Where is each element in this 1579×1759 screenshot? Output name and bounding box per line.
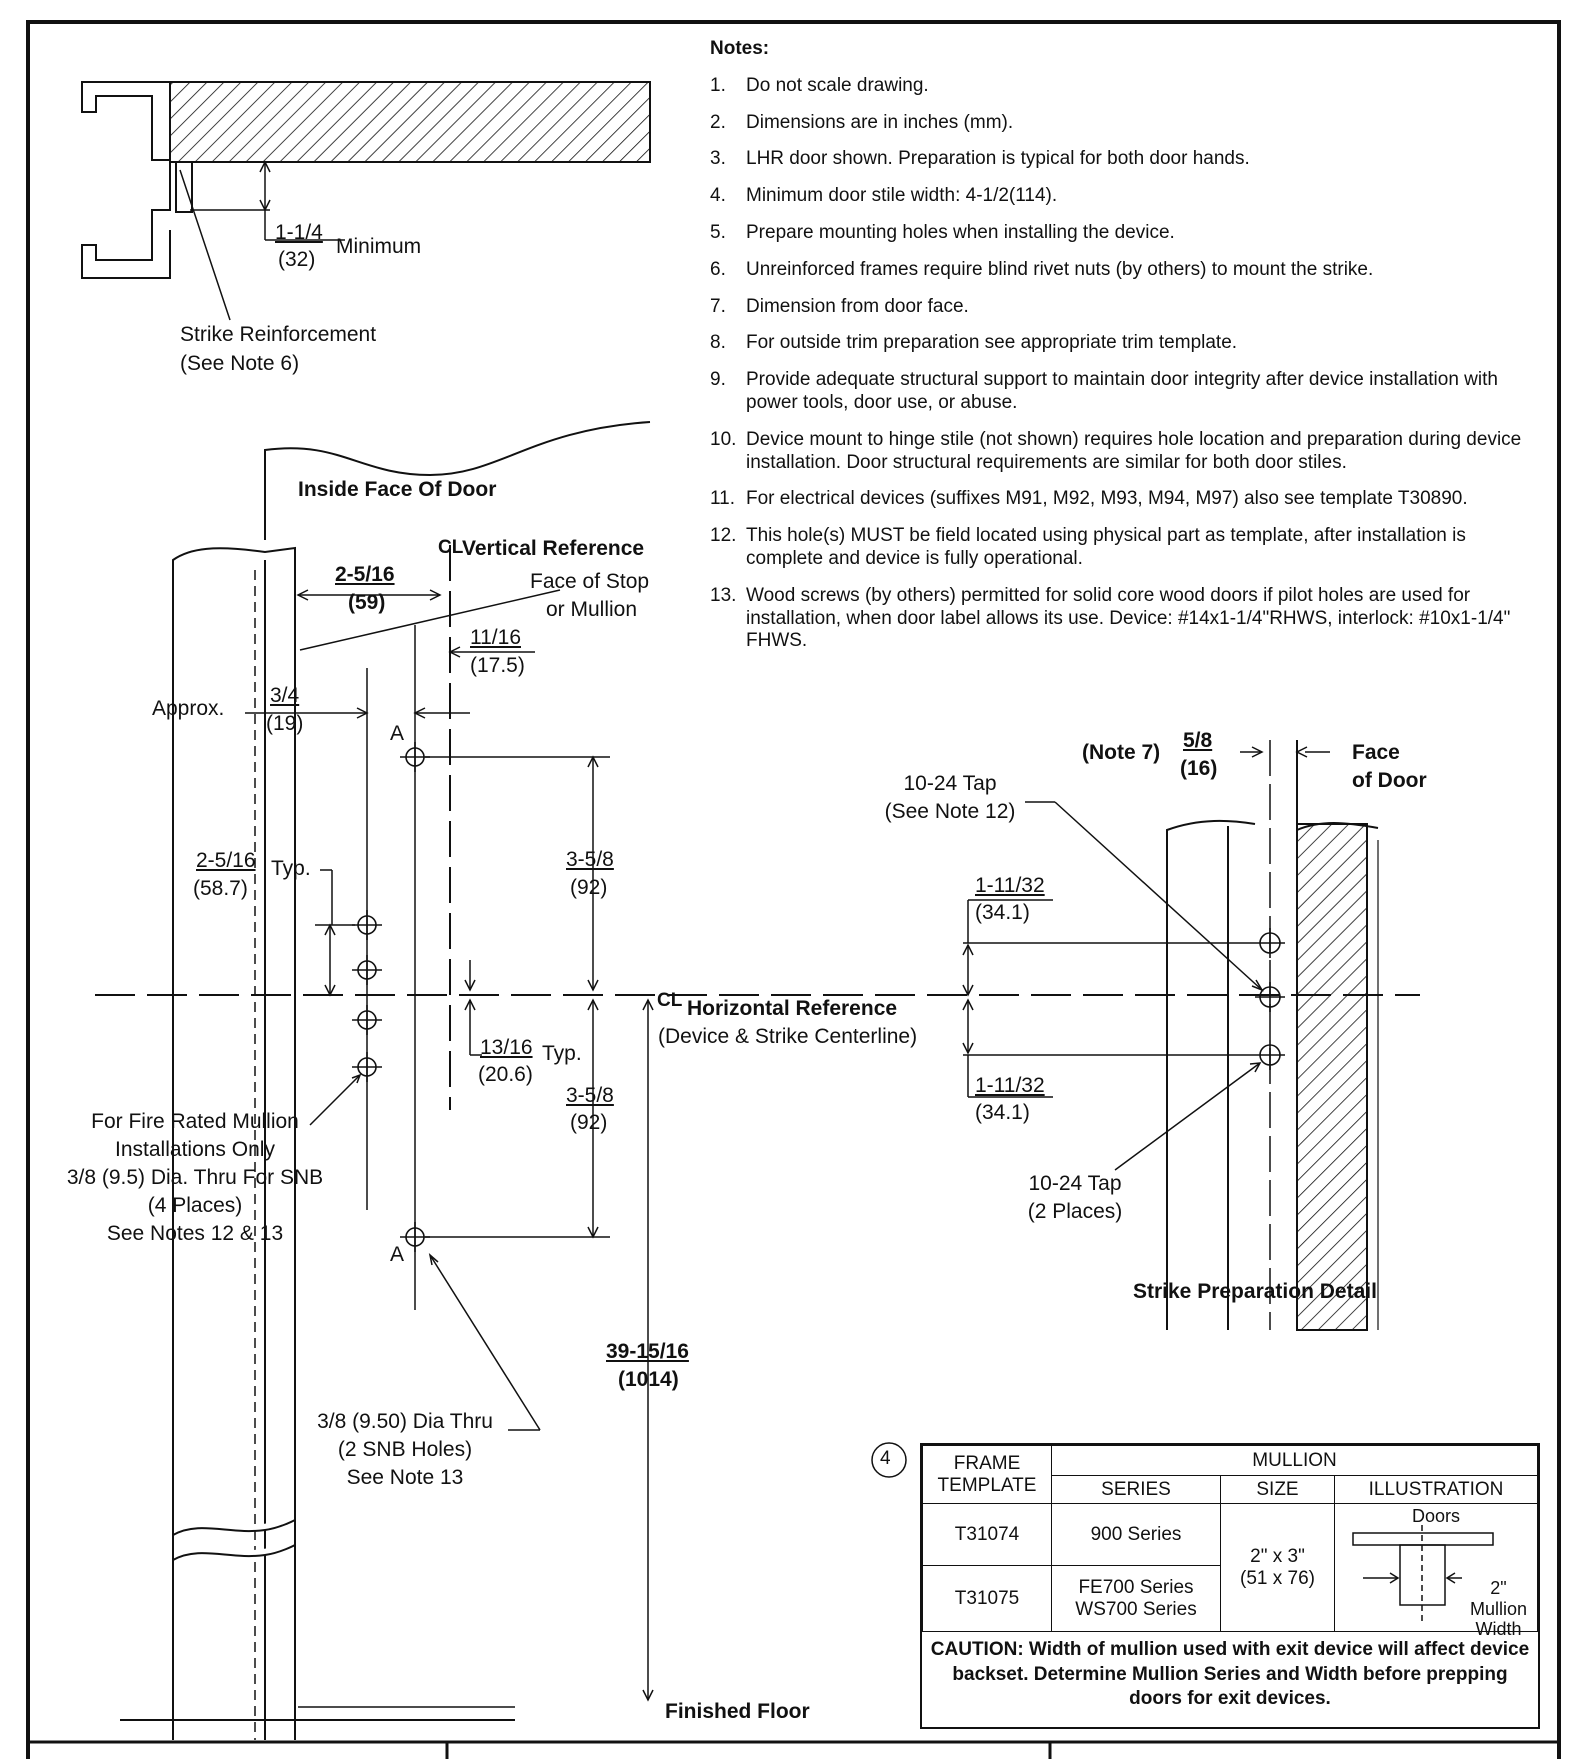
strike-detail-drawing: [962, 740, 1379, 1331]
reinforce-dim-in: 1-1/4: [275, 221, 323, 244]
note-item: 6.Unreinforced frames require blind rive…: [710, 258, 1374, 280]
cl-symbol: CL: [438, 537, 464, 558]
approx-label: Approx.: [152, 697, 225, 720]
caution-text: CAUTION: Width of mullion used with exit…: [930, 1639, 1530, 1710]
see-note-6-label: (See Note 6): [180, 352, 300, 375]
dim-3-4: 3/4: [270, 684, 300, 707]
dim-20-6: (20.6): [478, 1063, 533, 1086]
header-size: SIZE: [1220, 1475, 1335, 1504]
horizontal-reference-sub: (Device & Strike Centerline): [658, 1025, 918, 1048]
dim-59: (59): [348, 591, 386, 614]
dim-58-7: (58.7): [193, 877, 248, 900]
face-stop-label-2: or Mullion: [546, 598, 638, 621]
inside-face-label: Inside Face Of Door: [298, 478, 497, 501]
dim-5-8: 5/8: [1183, 729, 1213, 752]
dim-17-5: (17.5): [470, 654, 525, 677]
table-cell-template: T31075: [922, 1565, 1052, 1632]
header-series: SERIES: [1051, 1475, 1221, 1504]
strike-detail-title: Strike Preparation Detail: [1133, 1280, 1377, 1303]
face-stop-label-1: Face of Stop: [530, 570, 650, 593]
snb-label-3: See Note 13: [346, 1466, 464, 1489]
notes-title: Notes:: [710, 38, 770, 59]
dim-92-top: (92): [570, 876, 608, 899]
strike-reinforcement-label: Strike Reinforcement: [180, 323, 377, 346]
note-item: 7.Dimension from door face.: [710, 295, 969, 317]
dim-3-5-8-bottom: 3-5/8: [566, 1084, 614, 1107]
horizontal-reference-label: Horizontal Reference: [687, 997, 898, 1020]
fire-rated-label-4: (4 Places): [147, 1194, 243, 1217]
note-item: 2.Dimensions are in inches (mm).: [710, 111, 1014, 133]
dim-1-11-32-top: 1-11/32: [975, 874, 1045, 897]
snb-label-2: (2 SNB Holes): [337, 1438, 473, 1461]
tap-bottom-label-1: 10-24 Tap: [1028, 1172, 1122, 1195]
note-item: 11.For electrical devices (suffixes M91,…: [710, 488, 1468, 510]
note-item: 1.Do not scale drawing.: [710, 74, 929, 96]
table-cell-size: 2" x 3"(51 x 76): [1220, 1503, 1335, 1632]
door-outline: [264, 421, 651, 540]
note-7-label: (Note 7): [1082, 741, 1161, 764]
typ-label: Typ.: [271, 857, 311, 880]
finished-floor-label: Finished Floor: [665, 1700, 810, 1723]
frame-section-detail: [81, 81, 651, 321]
table-number: 4: [880, 1448, 891, 1469]
face-of-door-label-1: Face: [1352, 741, 1400, 764]
typ-label-2: Typ.: [542, 1042, 582, 1065]
dim-13-16: 13/16: [480, 1036, 533, 1059]
tap-top-label-1: 10-24 Tap: [903, 772, 997, 795]
note-item: 8.For outside trim preparation see appro…: [710, 332, 1238, 354]
dim-34-1-bottom: (34.1): [975, 1101, 1030, 1124]
illus-width-label: Width: [1475, 1619, 1522, 1640]
table-cell-illustration: Doors 2" Mullion Width: [1334, 1503, 1538, 1639]
dim-34-1-top: (34.1): [975, 901, 1030, 924]
note-item: 4.Minimum door stile width: 4-1/2(114).: [710, 185, 1058, 207]
dim-2-5-16: 2-5/16: [335, 563, 395, 586]
sheet-border: [26, 20, 1561, 1759]
face-of-door-label-2: of Door: [1352, 769, 1427, 792]
dim-16: (16): [1180, 757, 1218, 780]
hole-a-top-label: A: [390, 722, 405, 745]
snb-label-1: 3/8 (9.50) Dia Thru: [317, 1410, 493, 1433]
reinforce-dim-mm: (32): [278, 248, 316, 271]
reinforce-min-label: Minimum: [336, 235, 422, 258]
dim-39-15-16: 39-15/16: [606, 1340, 689, 1363]
fire-rated-label-2: Installations Only: [115, 1138, 275, 1161]
illus-mullion-label: Mullion: [1469, 1598, 1527, 1619]
note-item: 3.LHR door shown. Preparation is typical…: [710, 148, 1250, 170]
dimension-lines: [245, 589, 654, 1702]
vertical-reference-label: Vertical Reference: [462, 537, 645, 560]
note-item: 13.Wood screws (by others) permitted for…: [710, 584, 1511, 652]
tap-top-label-2: (See Note 12): [884, 800, 1016, 823]
hole-a-bottom-label: A: [390, 1243, 405, 1266]
note-item: 12.This hole(s) MUST be field located us…: [710, 525, 1466, 569]
illus-2in-label: 2": [1490, 1578, 1507, 1598]
fire-rated-label-1: For Fire Rated Mullion: [91, 1110, 299, 1133]
dim-19: (19): [266, 712, 304, 735]
dim-11-16: 11/16: [470, 626, 521, 649]
fire-rated-label-5: See Notes 12 & 13: [106, 1222, 284, 1245]
table-number-circle: [871, 1442, 907, 1478]
notes-block: Notes: 1.Do not scale drawing. 2.Dimensi…: [710, 38, 1540, 667]
table-cell-template: T31074: [922, 1503, 1052, 1566]
note-item: 10.Device mount to hinge stile (not show…: [710, 428, 1522, 473]
dim-1-11-32-bottom: 1-11/32: [975, 1074, 1045, 1097]
table-cell-series: 900 Series: [1051, 1503, 1221, 1566]
cl-symbol-horizontal: CL: [657, 990, 683, 1011]
mounting-holes: [352, 742, 430, 1252]
tap-bottom-label-2: (2 Places): [1027, 1200, 1123, 1223]
header-illustration: ILLUSTRATION: [1334, 1475, 1538, 1504]
door-stile: [120, 546, 515, 1740]
dim-1014: (1014): [618, 1368, 679, 1391]
dim-3-5-8-top: 3-5/8: [566, 848, 614, 871]
dim-2-5-16-typ: 2-5/16: [196, 849, 256, 872]
fire-rated-label-3: 3/8 (9.5) Dia. Thru For SNB: [66, 1166, 324, 1189]
header-mullion: MULLION: [1051, 1445, 1538, 1476]
illus-doors-label: Doors: [1411, 1506, 1460, 1526]
dim-92-bottom: (92): [570, 1111, 608, 1134]
note-item: 5.Prepare mounting holes when installing…: [710, 221, 1175, 243]
note-item: 9.Provide adequate structural support to…: [710, 369, 1498, 413]
